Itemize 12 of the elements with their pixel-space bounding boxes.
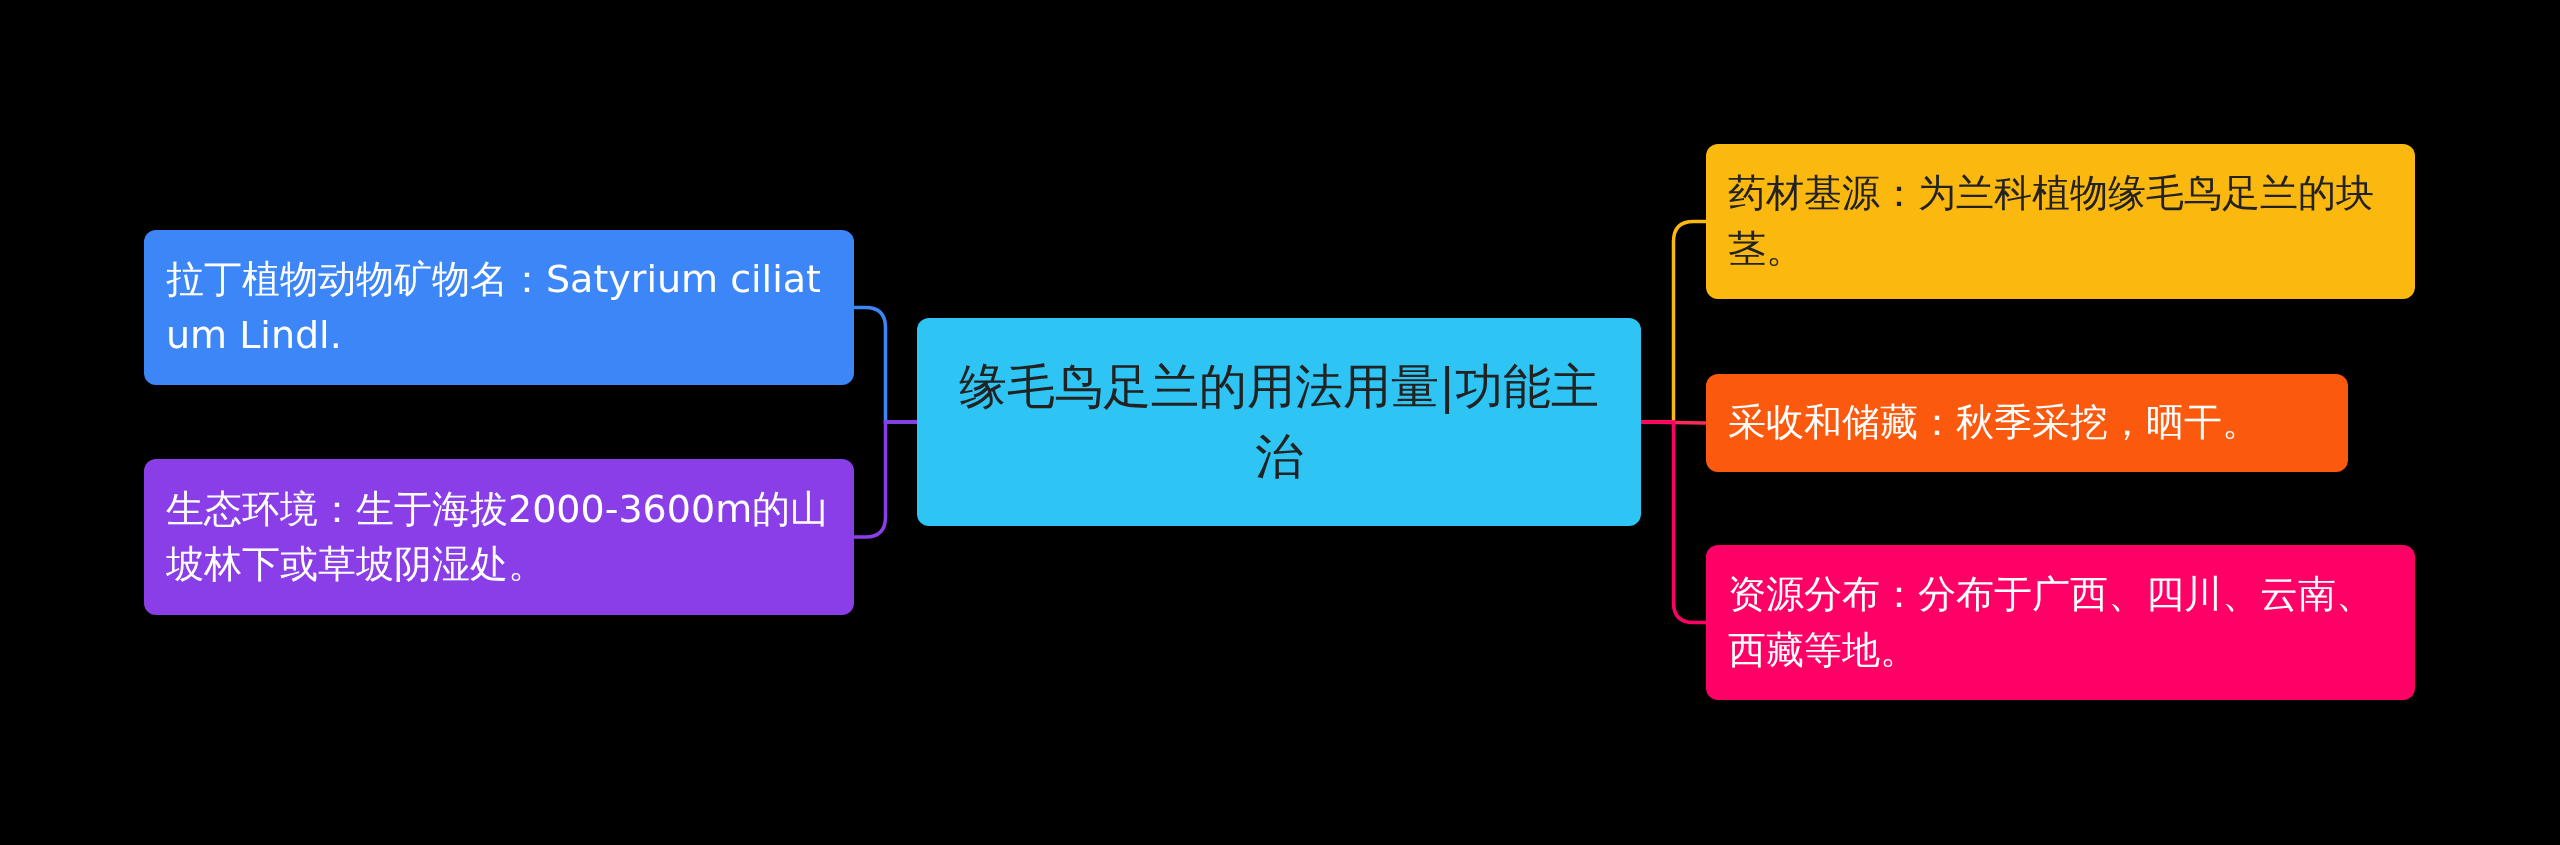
- topic-box: [144, 459, 854, 615]
- topic-box: [1706, 144, 2415, 299]
- topic-text: 采收和储藏：秋季采挖，晒干。: [1728, 399, 2260, 447]
- topic-box: [1706, 374, 2348, 472]
- topic-box: [1706, 545, 2415, 700]
- topic-text: 药材基源：为兰科植物缘毛鸟足兰的块茎。: [1728, 170, 2375, 273]
- topic-box: [144, 230, 854, 385]
- topic-text: 生态环境：生于海拔2000-3600m的山坡林下或草坡阴湿处。: [166, 485, 830, 588]
- topic-text: 拉丁植物动物矿物名：Satyrium ciliatum Lindl.: [166, 256, 822, 359]
- topic-text: 资源分布：分布于广西、四川、云南、西藏等地。: [1728, 571, 2375, 674]
- central-topic-box: [917, 318, 1641, 526]
- topic-text: 缘毛鸟足兰的用法用量|功能主治: [957, 357, 1601, 486]
